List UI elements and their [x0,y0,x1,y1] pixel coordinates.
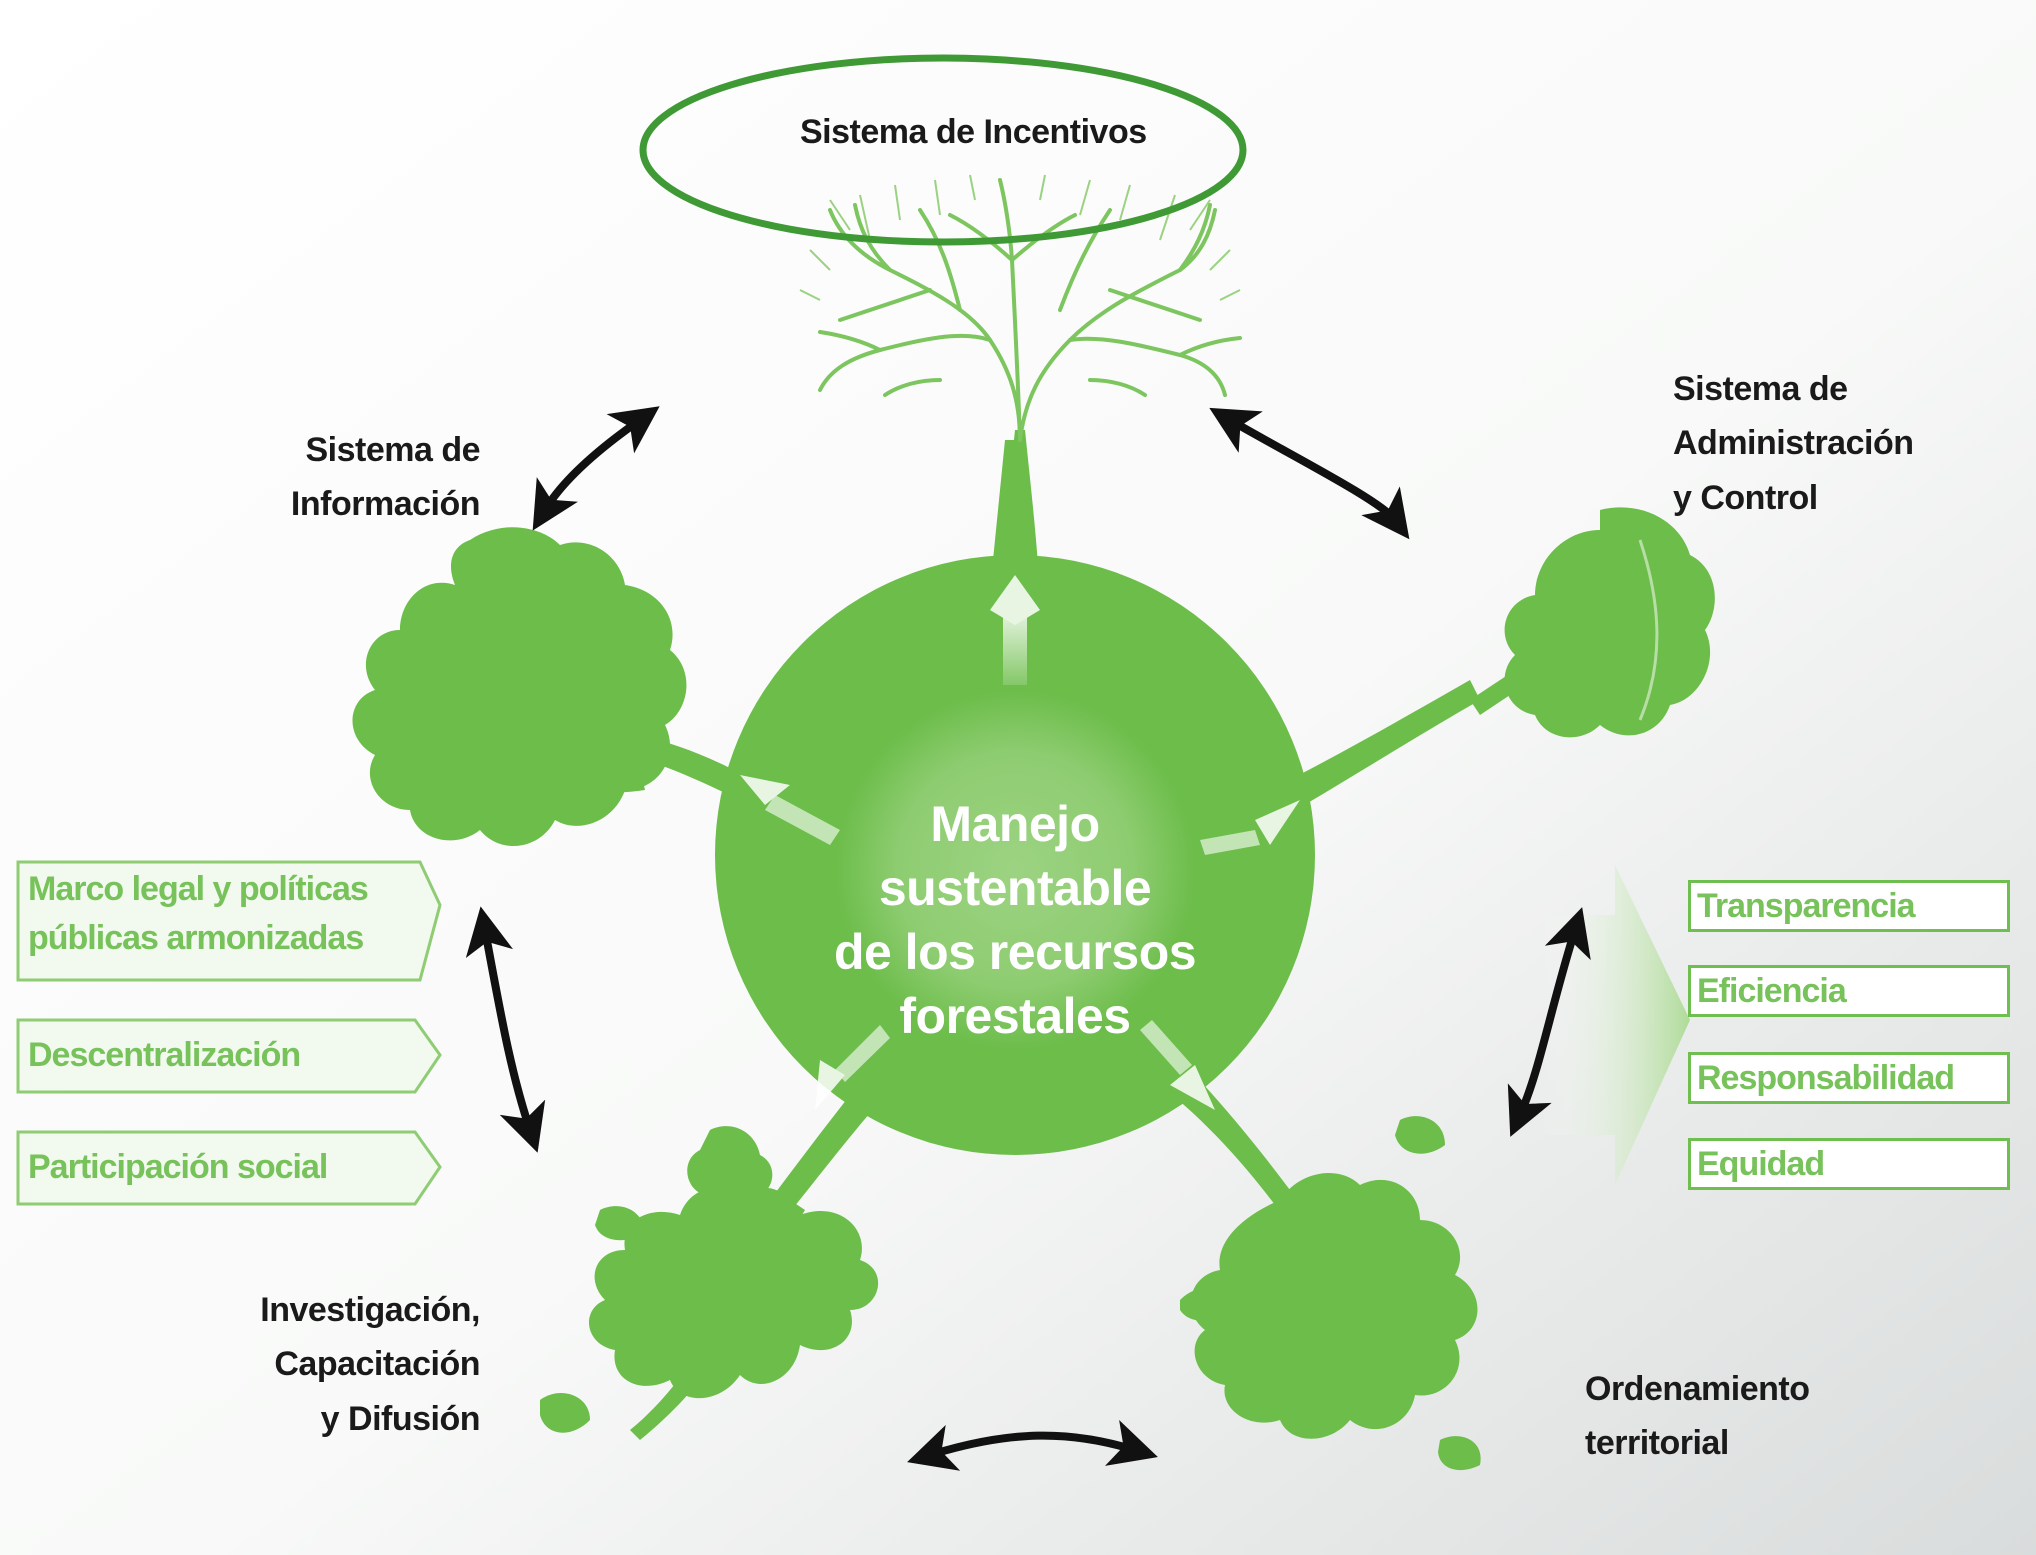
tree-top [818,178,1242,442]
node-label-line: Información [290,485,481,524]
right-item-eficiencia: Eficiencia [1688,965,2010,1017]
right-item-equidad: Equidad [1688,1138,2010,1190]
node-label-line: y Control [1673,478,1818,517]
node-label-informacion: Sistema de Información [180,423,481,532]
node-label-line: y Difusión [320,1399,481,1438]
left-item-line: Participación social [28,1148,328,1186]
left-item-descentralizacion: Descentralización [18,1031,301,1080]
center-title: Manejo sustentable de los recursos fores… [790,792,1240,1048]
tree-ordenamiento [1180,1116,1481,1471]
cycle-arrows [465,406,1591,1471]
center-circle [715,555,1315,1155]
center-title-line: Manejo [930,796,1100,852]
center-title-line: forestales [899,988,1131,1044]
center-title-line: sustentable [878,860,1152,916]
tree-top-twigs [799,174,1241,301]
left-item-participacion: Participación social [18,1143,328,1192]
node-label-line: territorial [1585,1424,1729,1463]
node-label-line: Investigación, [260,1291,480,1329]
center-title-line: de los recursos [833,924,1197,980]
node-label-investigacion: Investigación, Capacitación y Difusión [180,1283,480,1446]
node-label-line: Sistema de [1673,370,1848,408]
title-highlight-ellipse [639,54,1247,246]
left-item-line: públicas armonizadas [28,919,364,958]
tree-administracion [1470,507,1715,738]
node-label-administracion: Sistema de Administración y Control [1673,362,1914,525]
tree-investigacion [540,1126,879,1440]
left-item-marco-legal: Marco legal y políticas públicas armoniz… [18,865,369,964]
center-light-arrows [740,575,1300,1110]
right-item-transparencia: Transparencia [1688,880,2010,932]
node-label-line: Sistema de [305,431,480,469]
node-label-ordenamiento: Ordenamiento territorial [1585,1362,1810,1471]
node-label-line: Capacitación [274,1345,480,1384]
tree-informacion [352,527,687,847]
left-chevron-boxes [16,860,442,1206]
node-label-line: Administración [1673,424,1914,463]
right-item-responsabilidad: Responsabilidad [1688,1052,2010,1104]
node-label-line: Ordenamiento [1585,1370,1810,1408]
title-sistema-incentivos: Sistema de Incentivos [800,113,1147,151]
left-item-line: Descentralización [28,1036,301,1074]
left-item-line: Marco legal y políticas [28,870,369,908]
